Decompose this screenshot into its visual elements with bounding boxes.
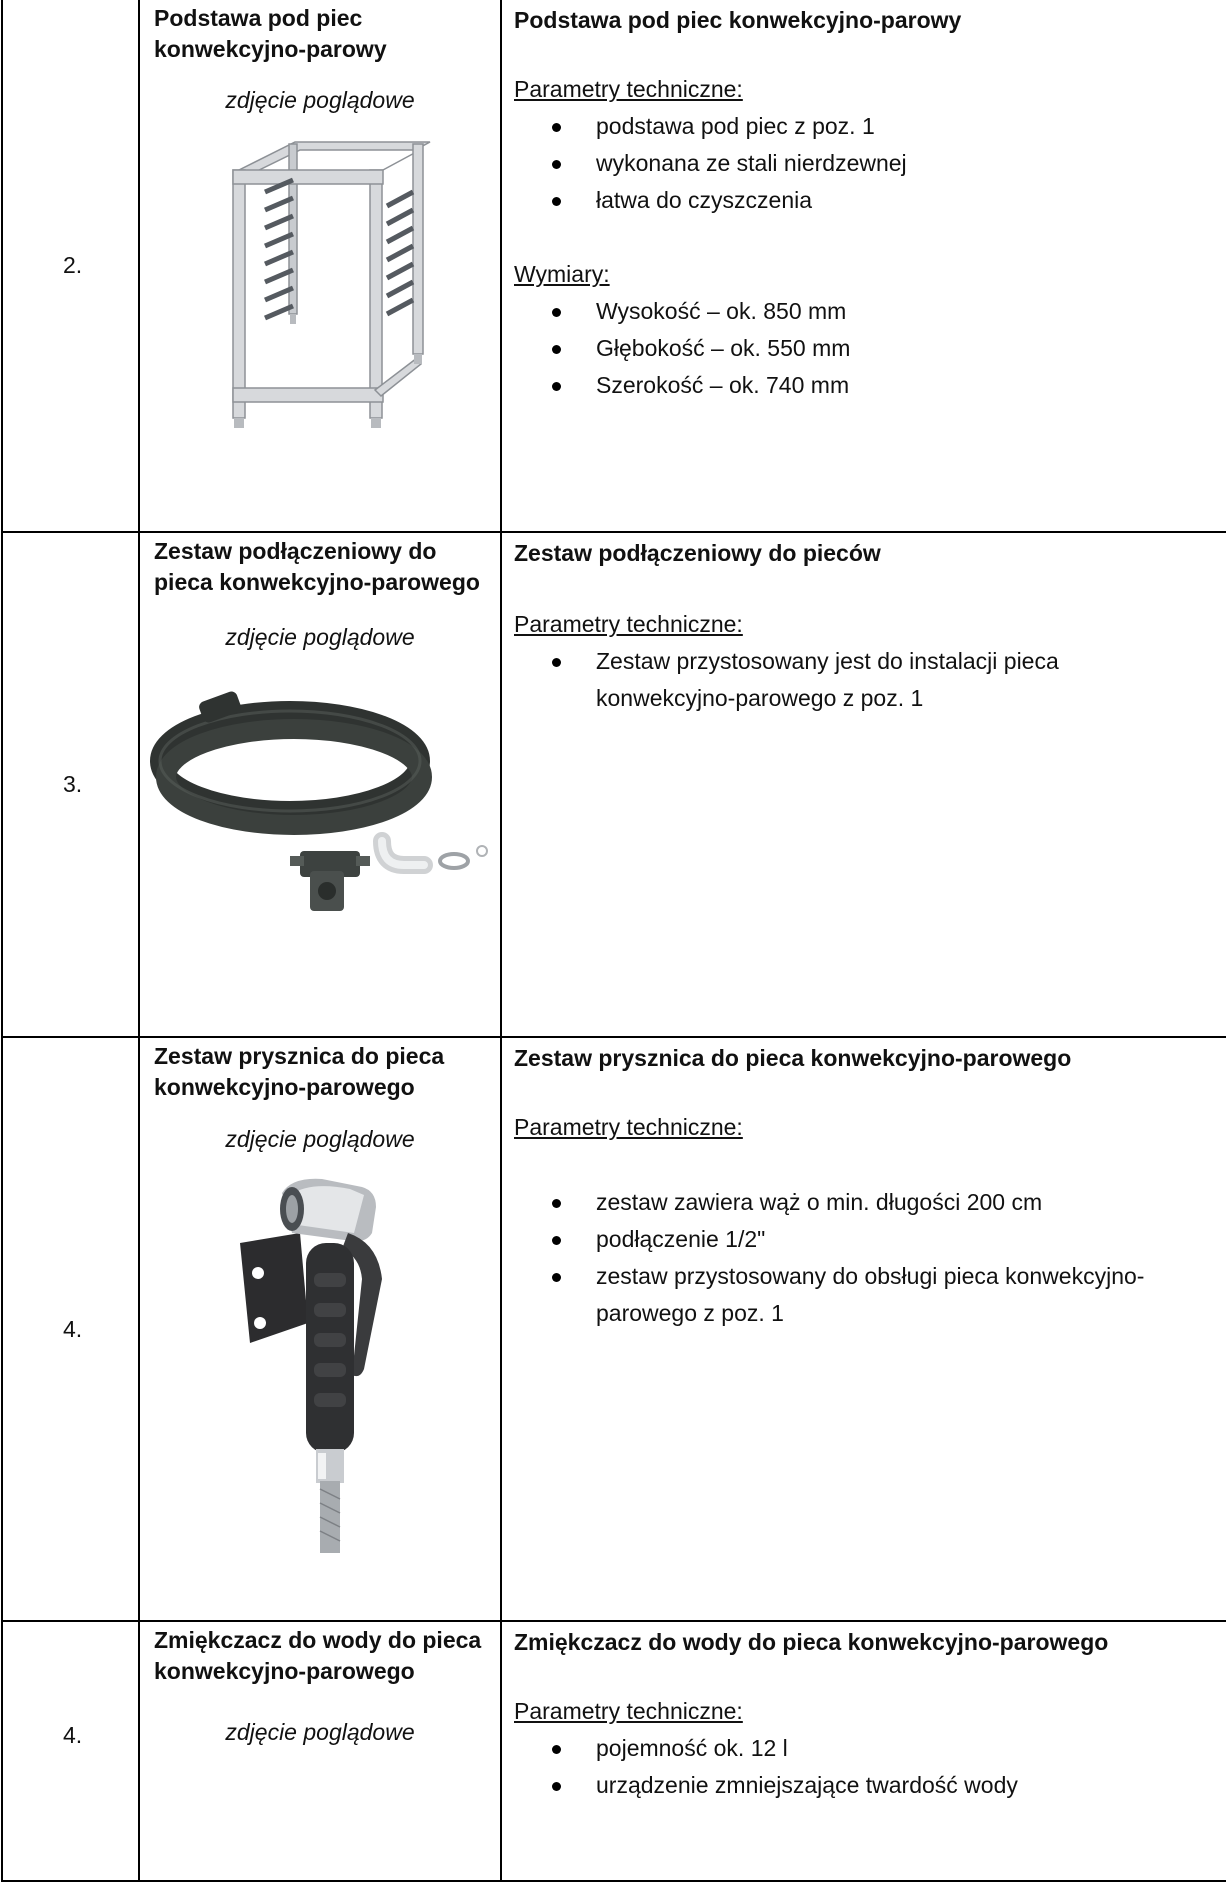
- description-title: Zestaw prysznica do pieca konwekcyjno-pa…: [514, 1045, 1072, 1071]
- description-title: Zmiękczacz do wody do pieca konwekcyjno-…: [514, 1629, 1109, 1655]
- dimensions-list: Wysokość – ok. 850 mm Głębokość – ok. 55…: [514, 293, 1219, 404]
- item-name-cell: Zestaw prysznica do pieca konwekcyjno-pa…: [138, 1036, 502, 1622]
- oven-stand-image: [232, 141, 431, 428]
- parameter-list: zestaw zawiera wąż o min. długości 200 c…: [514, 1184, 1219, 1332]
- list-item: pojemność ok. 12 l: [552, 1730, 1219, 1767]
- shower-spray-gun-image: [240, 1178, 382, 1553]
- parameter-list: podstawa pod piec z poz. 1 wykonana ze s…: [514, 108, 1219, 219]
- list-item: podstawa pod piec z poz. 1: [552, 108, 1219, 145]
- row-number-cell: 2.: [1, 0, 140, 533]
- item-description-cell: Zestaw podłączeniowy do pieców Parametry…: [500, 531, 1226, 1038]
- item-name: Zestaw prysznica do pieca konwekcyjno-pa…: [154, 1043, 445, 1100]
- dimensions-label: Wymiary:: [514, 261, 610, 287]
- table-row: 2. Podstawa pod piec konwekcyjno-parowy …: [1, 0, 1226, 533]
- list-item: Szerokość – ok. 740 mm: [552, 367, 1219, 404]
- row-number: 4.: [63, 1315, 83, 1342]
- item-name-cell: Zestaw podłączeniowy do pieca konwekcyjn…: [138, 531, 502, 1038]
- technical-parameters-label: Parametry techniczne:: [514, 611, 743, 637]
- image-caption: zdjęcie poglądowe: [225, 1126, 415, 1152]
- image-caption: zdjęcie poglądowe: [225, 1719, 415, 1745]
- row-number: 2.: [63, 252, 83, 278]
- table-row: 3. Zestaw podłączeniowy do pieca konwekc…: [1, 531, 1226, 1038]
- row-number: 3.: [63, 771, 83, 797]
- item-name: Zmiękczacz do wody do pieca konwekcyjno-…: [154, 1627, 482, 1684]
- list-item: Zestaw przystosowany jest do instalacji …: [552, 643, 1179, 717]
- item-name: Zestaw podłączeniowy do pieca konwekcyjn…: [154, 538, 480, 595]
- list-item: urządzenie zmniejszające twardość wody: [552, 1767, 1219, 1804]
- item-name: Podstawa pod piec konwekcyjno-parowy: [154, 5, 387, 62]
- row-number-cell: 4.: [1, 1620, 140, 1882]
- item-name-cell: Podstawa pod piec konwekcyjno-parowy zdj…: [138, 0, 502, 533]
- item-name-cell: Zmiękczacz do wody do pieca konwekcyjno-…: [138, 1620, 502, 1882]
- item-description-cell: Zmiękczacz do wody do pieca konwekcyjno-…: [500, 1620, 1226, 1882]
- table-row: 4. Zmiękczacz do wody do pieca konwekcyj…: [1, 1620, 1226, 1882]
- parameter-list: pojemność ok. 12 l urządzenie zmniejszaj…: [514, 1730, 1219, 1804]
- technical-parameters-label: Parametry techniczne:: [514, 1698, 743, 1724]
- connection-kit-hose-image: [150, 691, 488, 911]
- row-number: 4.: [63, 1722, 83, 1748]
- description-title: Podstawa pod piec konwekcyjno-parowy: [514, 7, 962, 33]
- item-description-cell: Zestaw prysznica do pieca konwekcyjno-pa…: [500, 1036, 1226, 1622]
- description-title: Zestaw podłączeniowy do pieców: [514, 540, 881, 566]
- image-caption: zdjęcie poglądowe: [225, 87, 415, 113]
- list-item: zestaw przystosowany do obsługi pieca ko…: [552, 1258, 1179, 1332]
- list-item: zestaw zawiera wąż o min. długości 200 c…: [552, 1184, 1179, 1221]
- list-item: łatwa do czyszczenia: [552, 182, 1219, 219]
- item-description-cell: Podstawa pod piec konwekcyjno-parowy Par…: [500, 0, 1226, 533]
- technical-parameters-label: Parametry techniczne:: [514, 1114, 743, 1140]
- image-caption: zdjęcie poglądowe: [225, 624, 415, 650]
- technical-parameters-label: Parametry techniczne:: [514, 76, 743, 102]
- list-item: wykonana ze stali nierdzewnej: [552, 145, 1219, 182]
- list-item: Wysokość – ok. 850 mm: [552, 293, 1219, 330]
- parameter-list: Zestaw przystosowany jest do instalacji …: [514, 643, 1219, 717]
- list-item: Głębokość – ok. 550 mm: [552, 330, 1219, 367]
- table-row: 4. Zestaw prysznica do pieca konwekcyjno…: [1, 1036, 1226, 1622]
- list-item: podłączenie 1/2": [552, 1221, 1179, 1258]
- row-number-cell: 4.: [1, 1036, 140, 1622]
- row-number-cell: 3.: [1, 531, 140, 1038]
